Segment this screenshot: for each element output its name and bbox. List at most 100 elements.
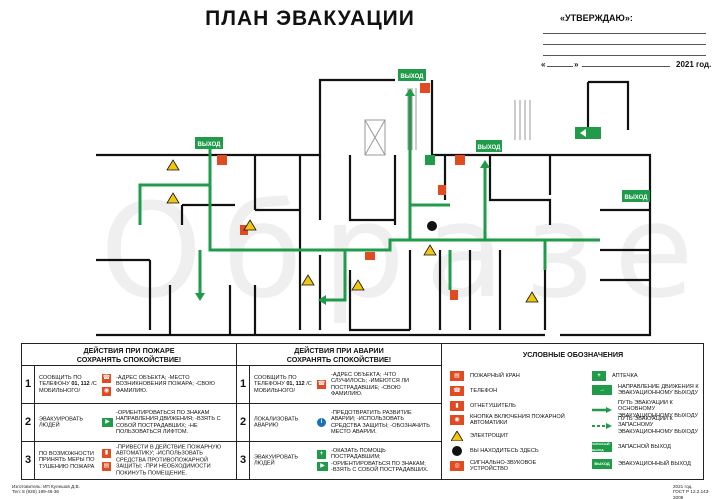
fire-row-3: 3 ПО ВОЗМОЖНОСТИ ПРИНЯТЬ МЕРЫ ПО ТУШЕНИЮ… — [22, 442, 236, 479]
phone-icon — [455, 155, 465, 165]
info-icon: i — [317, 418, 326, 427]
legend-symbols: УСЛОВНЫЕ ОБОЗНАЧЕНИЯ ▤ ПОЖАРНЫЙ КРАН ☎ Т… — [442, 344, 704, 479]
manufacturer-phone: Тел: 8 (926) 189-46-36 — [12, 489, 59, 495]
accident-row-action-number: 01, 112 — [286, 381, 305, 388]
exit-direction-icon: ▶ — [102, 418, 113, 427]
fire-hydrant-icon — [365, 252, 375, 260]
phone-icon: ☎ — [102, 374, 111, 383]
exit-direction-icon: → — [592, 385, 612, 396]
exit-sign-label: ВЫХОД — [478, 145, 502, 151]
approve-line — [543, 55, 706, 56]
fire-row-2: 2 ЭВАКУИРОВАТЬ ЛЮДЕЙ ▶ -ОРИЕНТИРОВАТЬСЯ … — [22, 404, 236, 442]
approve-date-month-line — [582, 66, 670, 67]
legend-label: ПОЖАРНЫЙ КРАН — [470, 372, 520, 379]
accident-row-2: 2 ЛОКАЛИЗОВАТЬ АВАРИЮ i -ПРЕДОТВРАТИТЬ Р… — [237, 404, 441, 442]
first-aid-icon: + — [592, 371, 606, 381]
fire-row-1: 1 СООБЩИТЬ ПО ТЕЛЕФОНУ 01, 112 /С МОБИЛЬ… — [22, 366, 236, 404]
legend-label: ТЕЛЕФОН — [470, 387, 498, 394]
exit-signs: ВЫХОД ВЫХОД ВЫХОД ВЫХОД — [195, 69, 650, 202]
fire-button-icon — [420, 83, 430, 93]
legend-label: АПТЕЧКА — [612, 372, 638, 379]
approve-year: 2021 год. — [676, 60, 712, 69]
exit-sign-label: ВЫХОД — [401, 74, 425, 80]
accident-row-detail: -ПРЕДОТВРАТИТЬ РАЗВИТИЕ АВАРИИ; -ИСПОЛЬЗ… — [331, 409, 430, 436]
exit-sign-text: ВЫХОД — [594, 460, 610, 466]
legend-item-first-aid: + АПТЕЧКА — [592, 371, 700, 381]
phone-icon: ☎ — [450, 386, 464, 396]
plan-stairs — [364, 88, 531, 156]
exit-sign-label: ВЫХОД — [198, 142, 222, 148]
backup-exit-sign-icon: ЗАПАСНЫЙ ВЫХОД — [592, 442, 612, 452]
legend-panel: ДЕЙСТВИЯ ПРИ ПОЖАРЕ СОХРАНЯТЬ СПОКОЙСТВИ… — [21, 343, 704, 480]
accident-actions-header: ДЕЙСТВИЯ ПРИ АВАРИИ СОХРАНЯТЬ СПОКОЙСТВИ… — [237, 344, 441, 366]
fire-extinguisher-icon: ▮ — [102, 449, 111, 458]
fire-hydrant-icon: ▤ — [450, 371, 464, 381]
fire-extinguisher-icon: ▮ — [450, 401, 464, 411]
approve-date-day-line — [547, 66, 573, 67]
exit-sign-label: ВЫХОД — [625, 195, 649, 201]
accident-row-num: 2 — [237, 404, 250, 441]
first-aid-icon: + — [317, 450, 326, 459]
legend-label: ОГНЕТУШИТЕЛЬ — [470, 402, 516, 409]
electric-panel-icons — [166, 159, 539, 303]
footer-year: 2021 год. — [673, 484, 693, 489]
fire-row-action: СООБЩИТЬ ПО ТЕЛЕФОНУ 01, 112 /С МОБИЛЬНО… — [39, 375, 99, 395]
manufacturer-info: Изготовитель: ИП Кулешов Д.В. Тел: 8 (92… — [12, 484, 80, 495]
legend-label: ПУТЬ ЭВАКУАЦИИ К ЗАПАСНОМУ ЭВАКУАЦИОННОМ… — [618, 416, 699, 435]
fire-row-action-tail: /С МОБИЛЬНОГО/ — [39, 381, 97, 394]
accident-row-num: 1 — [237, 366, 250, 403]
fire-button-icon: ◉ — [450, 415, 464, 426]
legend-label: КНОПКА ВКЛЮЧЕНИЯ ПОЖАРНОЙ АВТОМАТИКИ — [470, 414, 565, 427]
backup-route-line-icon — [592, 421, 612, 431]
legend-item-you-are-here: ВЫ НАХОДИТЕСЬ ЗДЕСЬ — [450, 446, 570, 456]
legend-item-evacuation-exit: ВЫХОД ЭВАКУАЦИОННЫЙ ВЫХОД — [592, 459, 700, 469]
fire-button-icon — [217, 155, 227, 165]
plan-walls — [96, 78, 652, 337]
accident-row-action-tail: /С МОБИЛЬНОГО/ — [254, 381, 312, 394]
fire-row-detail: -ОРИЕНТИРОВАТЬСЯ ПО ЗНАКАМ НАПРАВЛЕНИЯ Д… — [116, 409, 221, 436]
evacuation-route — [138, 90, 600, 302]
fire-row-num: 2 — [22, 404, 35, 441]
accident-header-line2: СОХРАНЯТЬ СПОКОЙСТВИЕ! — [286, 355, 392, 364]
fire-extinguisher-icon — [450, 290, 458, 300]
phone-icon: ☎ — [317, 380, 326, 389]
accident-row-action-text: СООБЩИТЬ ПО ТЕЛЕФОНУ — [254, 374, 297, 388]
approve-line — [543, 33, 706, 34]
fire-row-num: 3 — [22, 442, 35, 479]
you-are-here-icon — [450, 446, 464, 456]
standard-info: 2021 год. ГОСТ Р 12.2.143-2009 — [673, 484, 720, 499]
fire-row-detail: -ПРИВЕСТИ В ДЕЙСТВИЕ ПОЖАРНУЮ АВТОМАТИКУ… — [116, 444, 222, 477]
fire-button-icon: ◉ — [102, 387, 111, 396]
accident-row-detail: -ОКАЗАТЬ ПОМОЩЬ ПОСТРАДАВШИМ; -ОРИЕНТИРО… — [331, 447, 429, 474]
page-title: ПЛАН ЭВАКУАЦИИ — [205, 7, 415, 30]
approve-date-mid: » — [574, 60, 579, 69]
accident-row-action: СООБЩИТЬ ПО ТЕЛЕФОНУ 01, 112 /С МОБИЛЬНО… — [254, 375, 314, 395]
legend-item-backup-exit: ЗАПАСНЫЙ ВЫХОД ЗАПАСНОЙ ВЫХОД — [592, 442, 700, 452]
legend-item-fire-extinguisher: ▮ ОГНЕТУШИТЕЛЬ — [450, 401, 570, 411]
legend-label: ВЫ НАХОДИТЕСЬ ЗДЕСЬ — [470, 447, 539, 454]
footer-standard: ГОСТ Р 12.2.143-2009 — [673, 489, 710, 499]
fire-row-action: ЭВАКУИРОВАТЬ ЛЮДЕЙ — [39, 415, 84, 429]
legend-label: СИГНАЛЬНО-ЗВУКОВОЕ УСТРОЙСТВО — [470, 460, 537, 473]
accident-row-num: 3 — [237, 442, 250, 479]
backup-exit-sign-text: ЗАПАСНЫЙ ВЫХОД — [592, 441, 610, 452]
legend-item-fire-hydrant: ▤ ПОЖАРНЫЙ КРАН — [450, 371, 570, 381]
exit-direction-icon: ▶ — [317, 462, 328, 471]
legend-label: ЗАПАСНОЙ ВЫХОД — [618, 443, 671, 450]
legend-item-electric-panel: ЭЛЕКТРОЩИТ — [450, 431, 570, 441]
legend-item-main-route: ПУТЬ ЭВАКУАЦИИ К ОСНОВНОМУ ЭВАКУАЦИОННОМ… — [592, 400, 700, 419]
legend-label: ЭВАКУАЦИОННЫЙ ВЫХОД — [618, 460, 691, 467]
alarm-icon: ◎ — [450, 461, 464, 472]
fire-row-action: ПО ВОЗМОЖНОСТИ ПРИНЯТЬ МЕРЫ ПО ТУШЕНИЮ П… — [39, 450, 95, 470]
first-aid-icon — [425, 155, 435, 165]
approve-line — [543, 44, 706, 45]
fire-row-detail: -АДРЕС ОБЪЕКТА; -МЕСТО ВОЗНИКНОВЕНИЯ ПОЖ… — [116, 374, 215, 394]
fire-header-line1: ДЕЙСТВИЯ ПРИ ПОЖАРЕ — [83, 346, 175, 355]
legend-title: УСЛОВНЫЕ ОБОЗНАЧЕНИЯ — [522, 350, 624, 359]
fire-row-action-text: СООБЩИТЬ ПО ТЕЛЕФОНУ — [39, 374, 82, 388]
legend-item-exit-direction: → НАПРАВЛЕНИЕ ДВИЖЕНИЯ К ЭВАКУАЦИОННОМУ … — [592, 384, 700, 397]
accident-row-action: ЛОКАЛИЗОВАТЬ АВАРИЮ — [254, 415, 299, 429]
fire-row-num: 1 — [22, 366, 35, 403]
legend-label: ЭЛЕКТРОЩИТ — [470, 432, 509, 439]
manufacturer-name: Изготовитель: ИП Кулешов Д.В. — [12, 484, 80, 489]
